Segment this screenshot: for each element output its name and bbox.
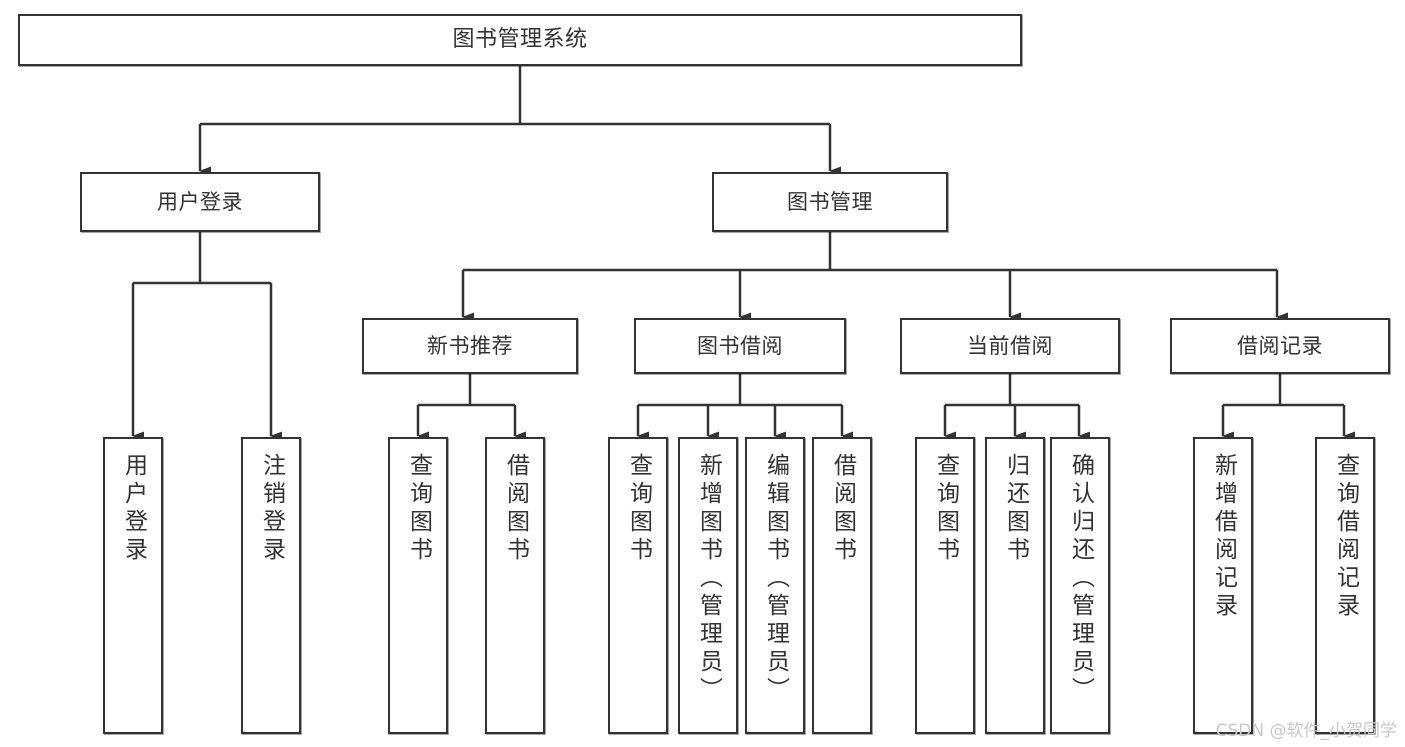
level1-node-1[interactable]: 图书管理 (712, 172, 948, 232)
leaf-node-2[interactable]: 查询图书 (388, 437, 448, 734)
level2-node-1[interactable]: 图书借阅 (634, 318, 846, 374)
node-label: 图书管理 (787, 189, 873, 214)
node-label: 借阅图书 (502, 453, 529, 565)
leaf-node-9[interactable]: 归还图书 (985, 437, 1045, 734)
level2-node-2[interactable]: 当前借阅 (900, 318, 1120, 374)
leaf-node-0[interactable]: 用户登录 (103, 437, 163, 734)
node-label: 查询图书 (625, 453, 652, 565)
node-label: 图书管理系统 (452, 27, 588, 53)
node-label: 查询图书 (932, 453, 959, 565)
leaf-node-1[interactable]: 注销登录 (241, 437, 301, 734)
node-label: 新增借阅记录 (1210, 453, 1237, 621)
node-label: 当前借阅 (967, 333, 1053, 358)
node-label: 借阅记录 (1237, 333, 1323, 358)
root-node[interactable]: 图书管理系统 (18, 14, 1022, 66)
level2-node-0[interactable]: 新书推荐 (362, 318, 578, 374)
node-label: 查询借阅记录 (1332, 453, 1359, 621)
node-label: 用户登录 (120, 453, 147, 565)
node-label: 新增图书（管理员） (695, 453, 722, 705)
level1-node-0[interactable]: 用户登录 (80, 172, 320, 232)
level2-node-3[interactable]: 借阅记录 (1170, 318, 1390, 374)
watermark-text: CSDN @软件_小贺同学 (1215, 721, 1397, 741)
leaf-node-7[interactable]: 借阅图书 (812, 437, 872, 734)
leaf-node-3[interactable]: 借阅图书 (485, 437, 545, 734)
node-label: 确认归还（管理员） (1067, 453, 1094, 705)
node-label: 编辑图书（管理员） (762, 453, 789, 705)
leaf-node-4[interactable]: 查询图书 (608, 437, 668, 734)
leaf-node-11[interactable]: 新增借阅记录 (1193, 437, 1253, 734)
leaf-node-5[interactable]: 新增图书（管理员） (678, 437, 738, 734)
leaf-node-10[interactable]: 确认归还（管理员） (1050, 437, 1110, 734)
node-label: 注销登录 (258, 453, 285, 565)
node-label: 新书推荐 (427, 333, 513, 358)
leaf-node-12[interactable]: 查询借阅记录 (1315, 437, 1375, 734)
node-label: 查询图书 (405, 453, 432, 565)
node-label: 归还图书 (1002, 453, 1029, 565)
leaf-node-6[interactable]: 编辑图书（管理员） (745, 437, 805, 734)
node-label: 图书借阅 (697, 333, 783, 358)
leaf-node-8[interactable]: 查询图书 (915, 437, 975, 734)
node-label: 用户登录 (157, 189, 243, 214)
node-label: 借阅图书 (829, 453, 856, 565)
